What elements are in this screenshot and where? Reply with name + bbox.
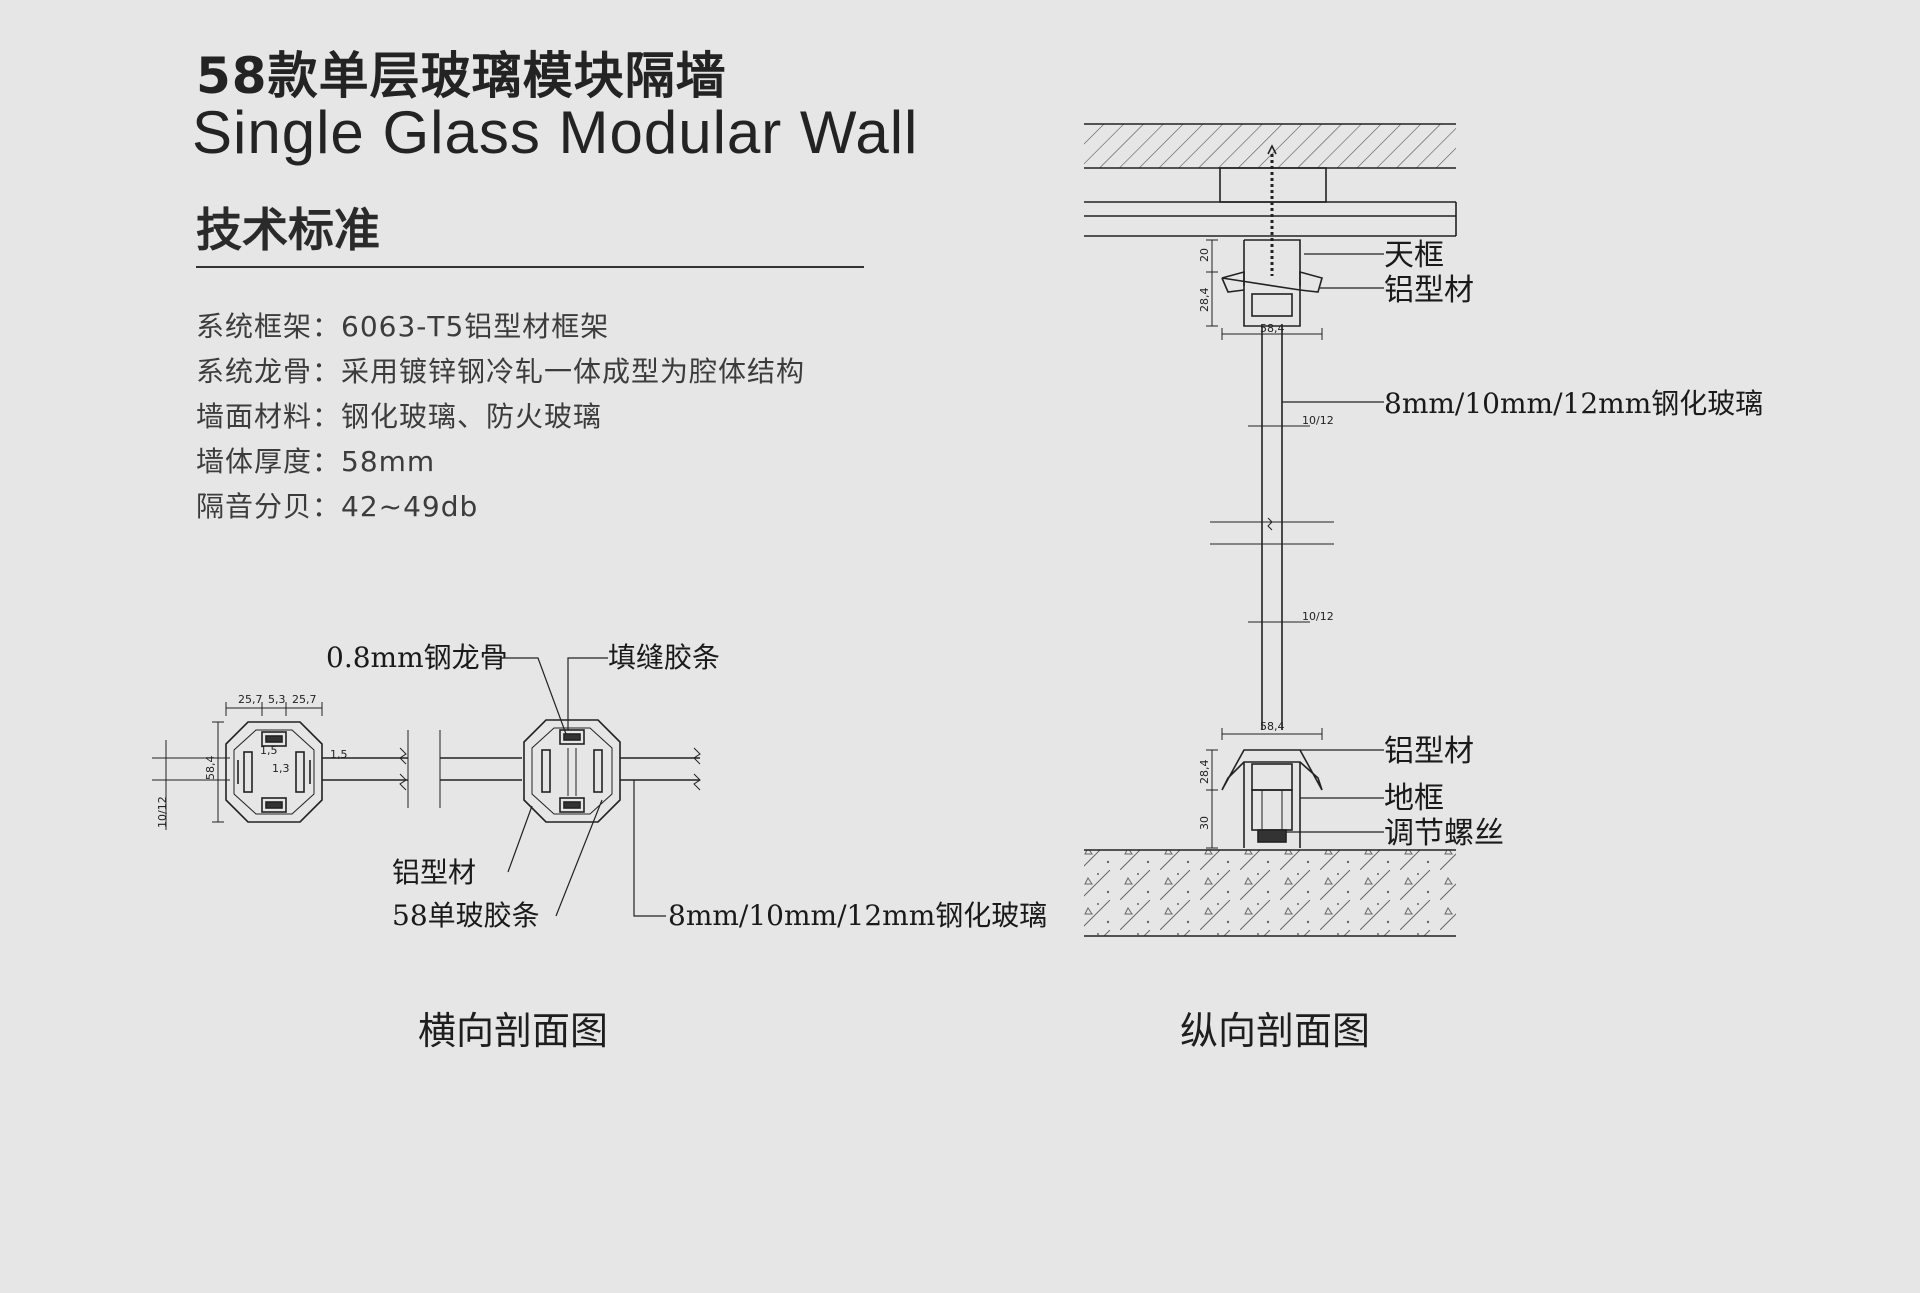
label-floor-frame: 地框 (1384, 781, 1444, 816)
label-gap-strip: 填缝胶条 (608, 641, 720, 674)
spec-list: 系统框架：6063-T5铝型材框架 系统龙骨：采用镀锌钢冷轧一体成型为腔体结构 … (196, 304, 805, 529)
spec-item-frame: 系统框架：6063-T5铝型材框架 (196, 310, 610, 343)
dim-c: 1,5 (330, 748, 348, 761)
dim-bot-w: 58,4 (1260, 720, 1285, 733)
dim-top-h2: 28,4 (1198, 288, 1211, 313)
spec-item-thickness: 墙体厚度：58mm (196, 445, 436, 478)
dim-top-w: 58,4 (1260, 322, 1285, 335)
vertical-section-drawing (1084, 123, 1457, 937)
label-top-frame: 天框 (1384, 238, 1444, 273)
label-glass-h: 8mm/10mm/12mm钢化玻璃 (668, 899, 1047, 932)
title-english: Single Glass Modular Wall (192, 99, 919, 166)
dim-glass-t1: 10/12 (1302, 414, 1334, 427)
dim-w3: 25,7 (292, 693, 317, 706)
dim-top-h1: 20 (1198, 248, 1211, 262)
dim-b: 1,3 (272, 762, 290, 775)
divider-rule (196, 266, 864, 268)
horizontal-section-drawing (225, 719, 701, 823)
dim-t: 10/12 (156, 796, 169, 828)
bottom-frame-profile (1221, 749, 1323, 848)
label-steel-keel: 0.8mm钢龙骨 (326, 641, 508, 674)
right-profile (523, 719, 621, 823)
label-top-aluminum: 铝型材 (1384, 273, 1474, 308)
spec-item-keel: 系统龙骨：采用镀锌钢冷轧一体成型为腔体结构 (196, 355, 806, 388)
label-adjust-screw: 调节螺丝 (1384, 816, 1504, 851)
label-glass-strip: 58单玻胶条 (392, 899, 540, 932)
caption-vertical-section: 纵向剖面图 (1180, 1009, 1371, 1053)
spec-item-sound: 隔音分贝：42~49db (196, 490, 479, 523)
left-profile (225, 721, 323, 823)
label-bottom-aluminum: 铝型材 (1384, 734, 1474, 769)
label-glass-v: 8mm/10mm/12mm钢化玻璃 (1384, 387, 1763, 420)
dim-w2: 5,3 (268, 693, 286, 706)
section-subtitle: 技术标准 (196, 203, 380, 257)
top-frame-profile (1221, 239, 1323, 327)
dim-bot-h1: 28,4 (1198, 760, 1211, 785)
dim-h: 58,4 (204, 756, 217, 781)
title-chinese: 58款单层玻璃模块隔墙 (196, 47, 727, 105)
dim-a: 1,5 (260, 744, 278, 757)
vertical-dimensions (1206, 239, 1323, 849)
label-aluminum-h: 铝型材 (392, 856, 476, 889)
spec-item-material: 墙面材料：钢化玻璃、防火玻璃 (196, 400, 603, 433)
caption-horizontal-section: 横向剖面图 (418, 1009, 609, 1053)
vertical-leaders (1282, 253, 1384, 833)
dim-w1: 25,7 (238, 693, 263, 706)
dim-bot-h2: 30 (1198, 816, 1211, 830)
horizontal-dimensions (152, 702, 350, 830)
dim-glass-t2: 10/12 (1302, 610, 1334, 623)
horizontal-leaders (500, 657, 666, 917)
